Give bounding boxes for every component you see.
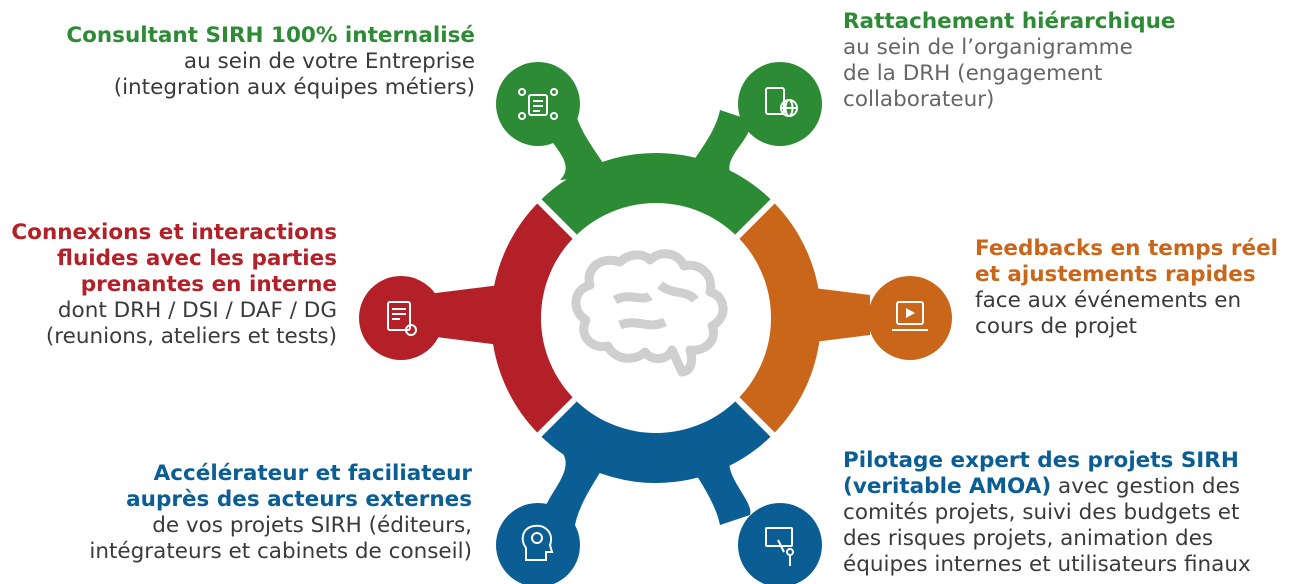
block-bottom-right-title-2: (veritable AMOA) xyxy=(843,474,1052,499)
lightbulb-head-icon xyxy=(521,524,554,561)
document-gear-icon xyxy=(387,301,417,336)
block-top-right-line-2: de la DRH (engagement xyxy=(843,61,1103,86)
block-bottom-left: Accélérateur et faciliateur auprès des a… xyxy=(89,461,472,565)
block-left: Connexions et interactions fluides avec … xyxy=(11,220,337,350)
block-bottom-right-line-3: comités projets, suivi des budgets et xyxy=(843,500,1240,525)
block-bottom-left-title-1: Accélérateur et faciliateur xyxy=(153,461,472,486)
block-bottom-right-title-1: Pilotage expert des projets SIRH xyxy=(843,448,1239,473)
block-top-right-title: Rattachement hiérarchique xyxy=(843,9,1176,34)
block-right: Feedbacks en temps réel et ajustements r… xyxy=(975,236,1278,340)
team-document-icon xyxy=(518,88,558,120)
block-right-title-2: et ajustements rapides xyxy=(975,262,1256,287)
video-laptop-icon xyxy=(892,301,928,331)
block-top-left-title: Consultant SIRH 100% internalisé xyxy=(66,23,475,48)
block-bottom-left-line-2: intégrateurs et cabinets de conseil) xyxy=(89,539,472,564)
block-right-line-1: face aux événements en xyxy=(975,288,1242,313)
block-top-right: Rattachement hiérarchique au sein de l’o… xyxy=(843,9,1175,113)
block-bottom-right-line-5: équipes internes et utilisateurs finaux xyxy=(843,552,1251,577)
block-top-right-line-1: au sein de l’organigramme xyxy=(843,35,1133,60)
presenter-board-icon xyxy=(765,527,794,566)
block-right-title-1: Feedbacks en temps réel xyxy=(975,236,1279,261)
block-left-title-3: prenantes en interne xyxy=(80,272,337,297)
block-top-left-line-2: (integration aux équipes métiers) xyxy=(113,75,475,100)
ring xyxy=(491,153,821,483)
block-left-title-2: fluides avec les parties xyxy=(57,246,337,271)
ring-separators xyxy=(536,198,776,438)
green-left-branch xyxy=(496,62,610,180)
block-top-left-line-1: au sein de votre Entreprise xyxy=(183,49,475,74)
brain-icon xyxy=(571,249,728,377)
block-bottom-right-line-2: (veritable AMOA) avec gestion des xyxy=(843,474,1251,500)
block-bottom-right-line-2-rest: avec gestion des xyxy=(1051,474,1241,499)
globe-document-icon xyxy=(765,87,798,117)
block-top-right-line-3: collaborateur) xyxy=(843,87,995,112)
block-bottom-right-line-4: des risques projets, animation des xyxy=(843,526,1214,551)
red-branch xyxy=(359,276,500,360)
block-left-line-1: dont DRH / DSI / DAF / DG xyxy=(57,298,337,323)
block-left-title-1: Connexions et interactions xyxy=(11,220,337,245)
block-bottom-left-line-1: de vos projets SIRH (éditeurs, xyxy=(152,513,472,538)
block-right-line-2: cours de projet xyxy=(975,314,1137,339)
block-bottom-left-title-2: auprès des acteurs externes xyxy=(126,487,472,512)
block-left-line-2: (reunions, ateliers et tests) xyxy=(45,324,337,349)
block-bottom-right: Pilotage expert des projets SIRH (verita… xyxy=(843,448,1251,578)
block-top-left: Consultant SIRH 100% internalisé au sein… xyxy=(66,23,475,101)
